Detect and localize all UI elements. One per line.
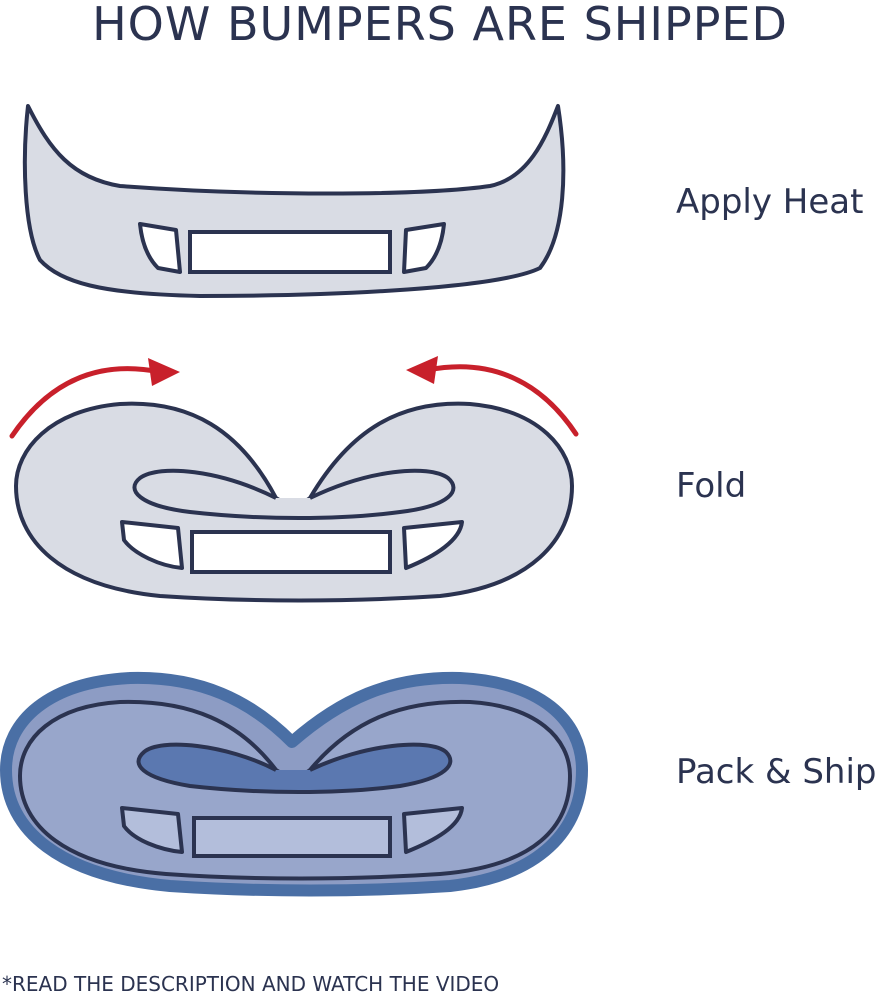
step-label-apply-heat: Apply Heat [676, 182, 864, 222]
bumper-flat-icon [22, 104, 566, 298]
footer-note: *READ THE DESCRIPTION AND WATCH THE VIDE… [2, 972, 500, 996]
fold-arrow-left-icon [9, 358, 180, 439]
bumper-folded-icon [14, 401, 574, 603]
step-label-pack-ship: Pack & Ship [676, 752, 877, 792]
fold-arrow-right-icon [406, 356, 579, 437]
bumper-packed-icon [0, 671, 588, 897]
step-label-fold: Fold [676, 466, 747, 506]
page-title: HOW BUMPERS ARE SHIPPED [92, 0, 788, 51]
